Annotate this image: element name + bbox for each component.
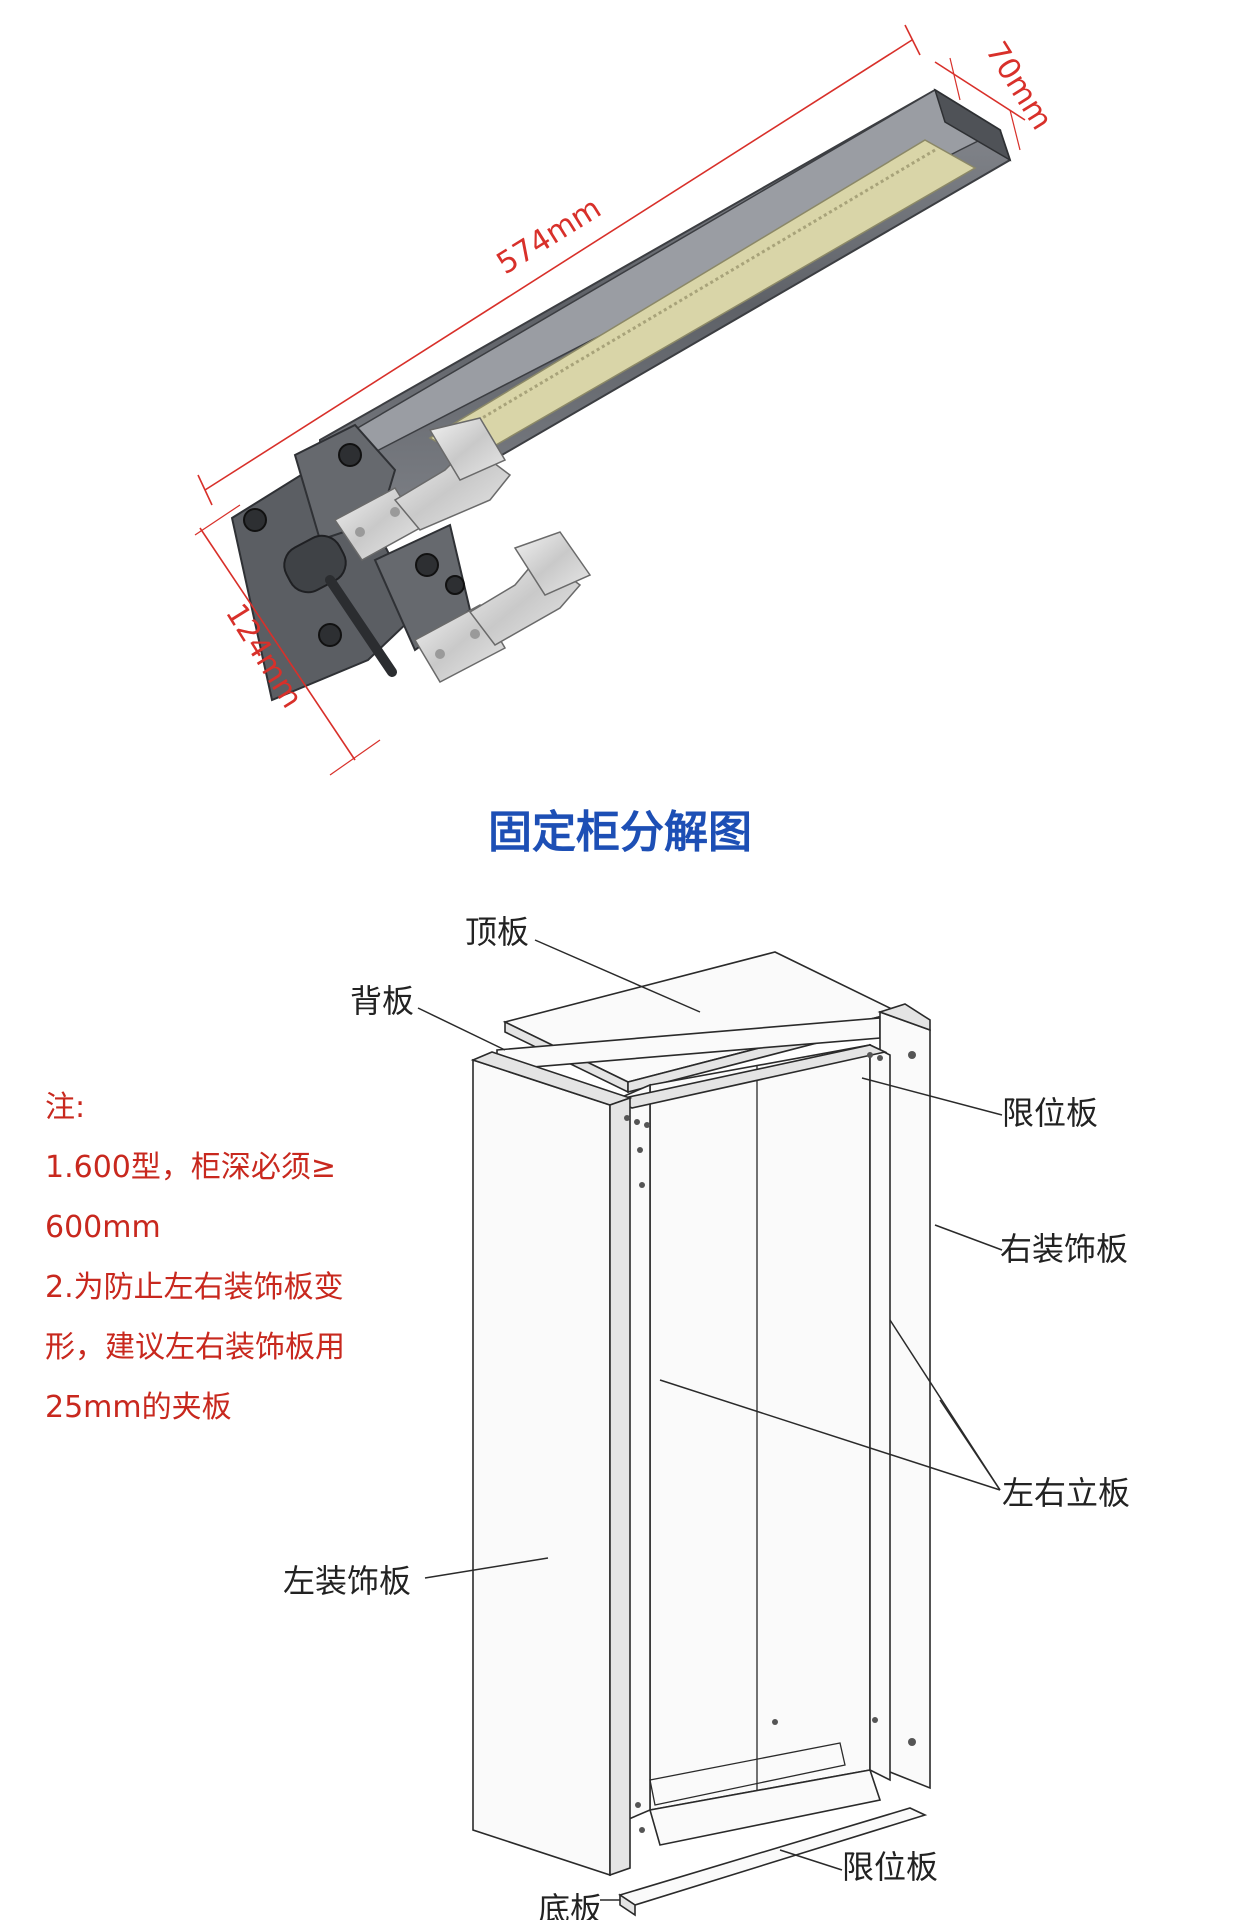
- notes-line: 1.600型，柜深必须≥: [45, 1150, 337, 1185]
- leader-lines: [417, 939, 1003, 1901]
- pivot-shaft: [325, 575, 397, 677]
- label-top-board: 顶板: [465, 913, 529, 951]
- dimension-length: 574mm: [491, 191, 608, 282]
- screw-hole: [908, 1738, 916, 1746]
- cabinet-back: [649, 1044, 871, 1811]
- hinge-screw: [355, 527, 365, 537]
- notes-line: 25mm的夹板: [45, 1390, 232, 1425]
- right-side-panel: [869, 1043, 891, 1782]
- dimension-lines: [194, 24, 1026, 776]
- hinge-screw: [390, 507, 400, 517]
- label-limit-board-top: 限位板: [1002, 1094, 1098, 1132]
- bolt: [243, 508, 267, 532]
- label-bottom-board: 底板: [538, 1890, 602, 1920]
- bolt: [318, 623, 342, 647]
- rail-end-cap: [933, 88, 1012, 162]
- rail-mechanism-image: [230, 88, 1012, 702]
- section-title: 固定柜分解图: [488, 807, 752, 858]
- label-right-decor-board: 右装饰板: [1000, 1230, 1128, 1268]
- hinge-screw: [435, 649, 445, 659]
- notes-line: 形，建议左右装饰板用: [45, 1330, 345, 1365]
- rail-top-face: [318, 89, 1002, 471]
- screw-hole: [908, 1051, 916, 1059]
- inner-bottom: [648, 1769, 882, 1846]
- label-limit-board-bottom: 限位板: [842, 1848, 938, 1886]
- notes-heading: 注:: [45, 1090, 86, 1125]
- bolt: [445, 575, 465, 595]
- hinge-cup: [428, 417, 507, 481]
- label-back-board: 背板: [350, 982, 414, 1020]
- cabinet-exploded-diagram: [470, 951, 931, 1917]
- gear-rack-teeth: [444, 148, 936, 442]
- hinge-screw: [470, 629, 480, 639]
- label-left-decor-board: 左装饰板: [283, 1562, 411, 1600]
- notes-block: 注: 1.600型，柜深必须≥ 600mm 2.为防止左右装饰板变 形，建议左右…: [45, 1078, 405, 1438]
- gear-rack: [428, 139, 977, 461]
- notes-line: 2.为防止左右装饰板变: [45, 1270, 344, 1305]
- bolt: [338, 443, 362, 467]
- bolt: [415, 553, 439, 577]
- hinge-cup: [513, 531, 592, 596]
- left-decor-board: [472, 1058, 611, 1877]
- notes-line: 600mm: [45, 1210, 161, 1245]
- label-side-boards: 左右立板: [1002, 1474, 1130, 1512]
- dimension-width: 70mm: [978, 36, 1059, 136]
